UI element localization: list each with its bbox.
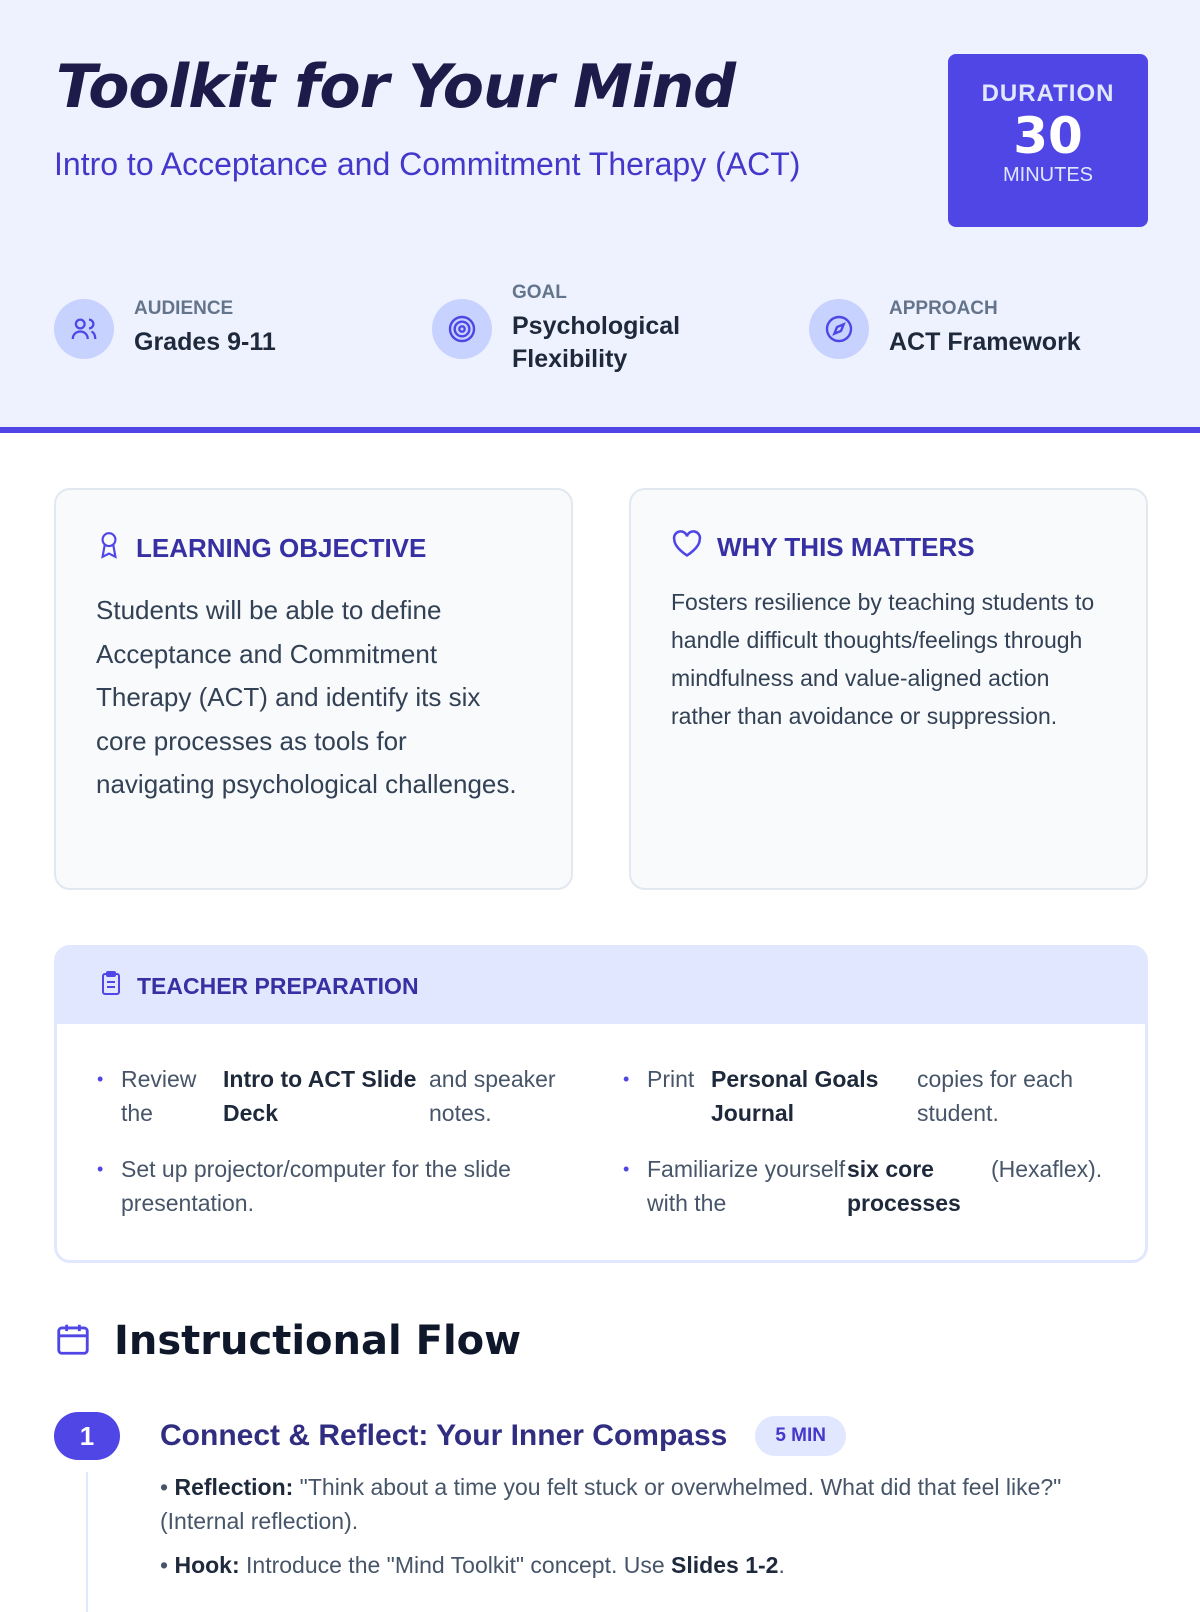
card-title: LEARNING OBJECTIVE	[136, 533, 427, 563]
step-bullet: • Hook: Introduce the "Mind Toolkit" con…	[160, 1552, 785, 1578]
calendar-icon	[54, 1320, 92, 1363]
prep-item: •Set up projector/computer for the slide…	[97, 1156, 511, 1216]
step-title: Connect & Reflect: Your Inner Compass	[160, 1419, 728, 1452]
heart-icon	[671, 530, 703, 565]
duration-value: 30	[1013, 107, 1083, 165]
meta-value: Psychological Flexibility	[512, 312, 681, 373]
clipboard-icon	[99, 970, 123, 1002]
compass-icon	[809, 298, 869, 359]
duration-unit: MINUTES	[1003, 164, 1093, 186]
duration-badge: DURATION 30 MINUTES	[948, 54, 1148, 227]
card-text: Fosters resilience by teaching students …	[671, 589, 1095, 729]
step-duration-badge: 5 MIN	[755, 1416, 847, 1456]
page-subtitle: Intro to Acceptance and Commitment Thera…	[54, 146, 801, 182]
meta-goal: GOAL Psychological Flexibility	[432, 282, 702, 376]
users-icon	[54, 298, 114, 359]
meta-approach: APPROACH ACT Framework	[809, 298, 1081, 359]
step-bullet: • Reflection: "Think about a time you fe…	[160, 1474, 1062, 1534]
step-number: 1	[54, 1412, 120, 1460]
card-text: Students will be able to define Acceptan…	[96, 595, 517, 799]
target-icon	[432, 299, 492, 359]
award-icon	[96, 530, 122, 567]
instructional-flow-heading: Instructional Flow	[54, 1318, 521, 1364]
meta-label: GOAL	[512, 282, 567, 303]
card-title: WHY THIS MATTERS	[717, 532, 975, 562]
section-title: Instructional Flow	[114, 1318, 522, 1364]
why-this-matters-card: WHY THIS MATTERS Fosters resilience by t…	[629, 488, 1148, 890]
meta-value: Grades 9-11	[134, 328, 276, 356]
meta-label: AUDIENCE	[134, 298, 234, 319]
section-title: TEACHER PREPARATION	[137, 972, 419, 999]
learning-objective-card: LEARNING OBJECTIVE Students will be able…	[54, 488, 573, 890]
meta-label: APPROACH	[889, 298, 998, 319]
duration-label: DURATION	[981, 80, 1115, 107]
timeline-line	[86, 1472, 88, 1612]
meta-audience: AUDIENCE Grades 9-11	[54, 298, 276, 359]
header: Toolkit for Your Mind Intro to Acceptanc…	[0, 0, 1200, 433]
meta-value: ACT Framework	[889, 328, 1081, 356]
page-title: Toolkit for Your Mind	[56, 52, 736, 122]
